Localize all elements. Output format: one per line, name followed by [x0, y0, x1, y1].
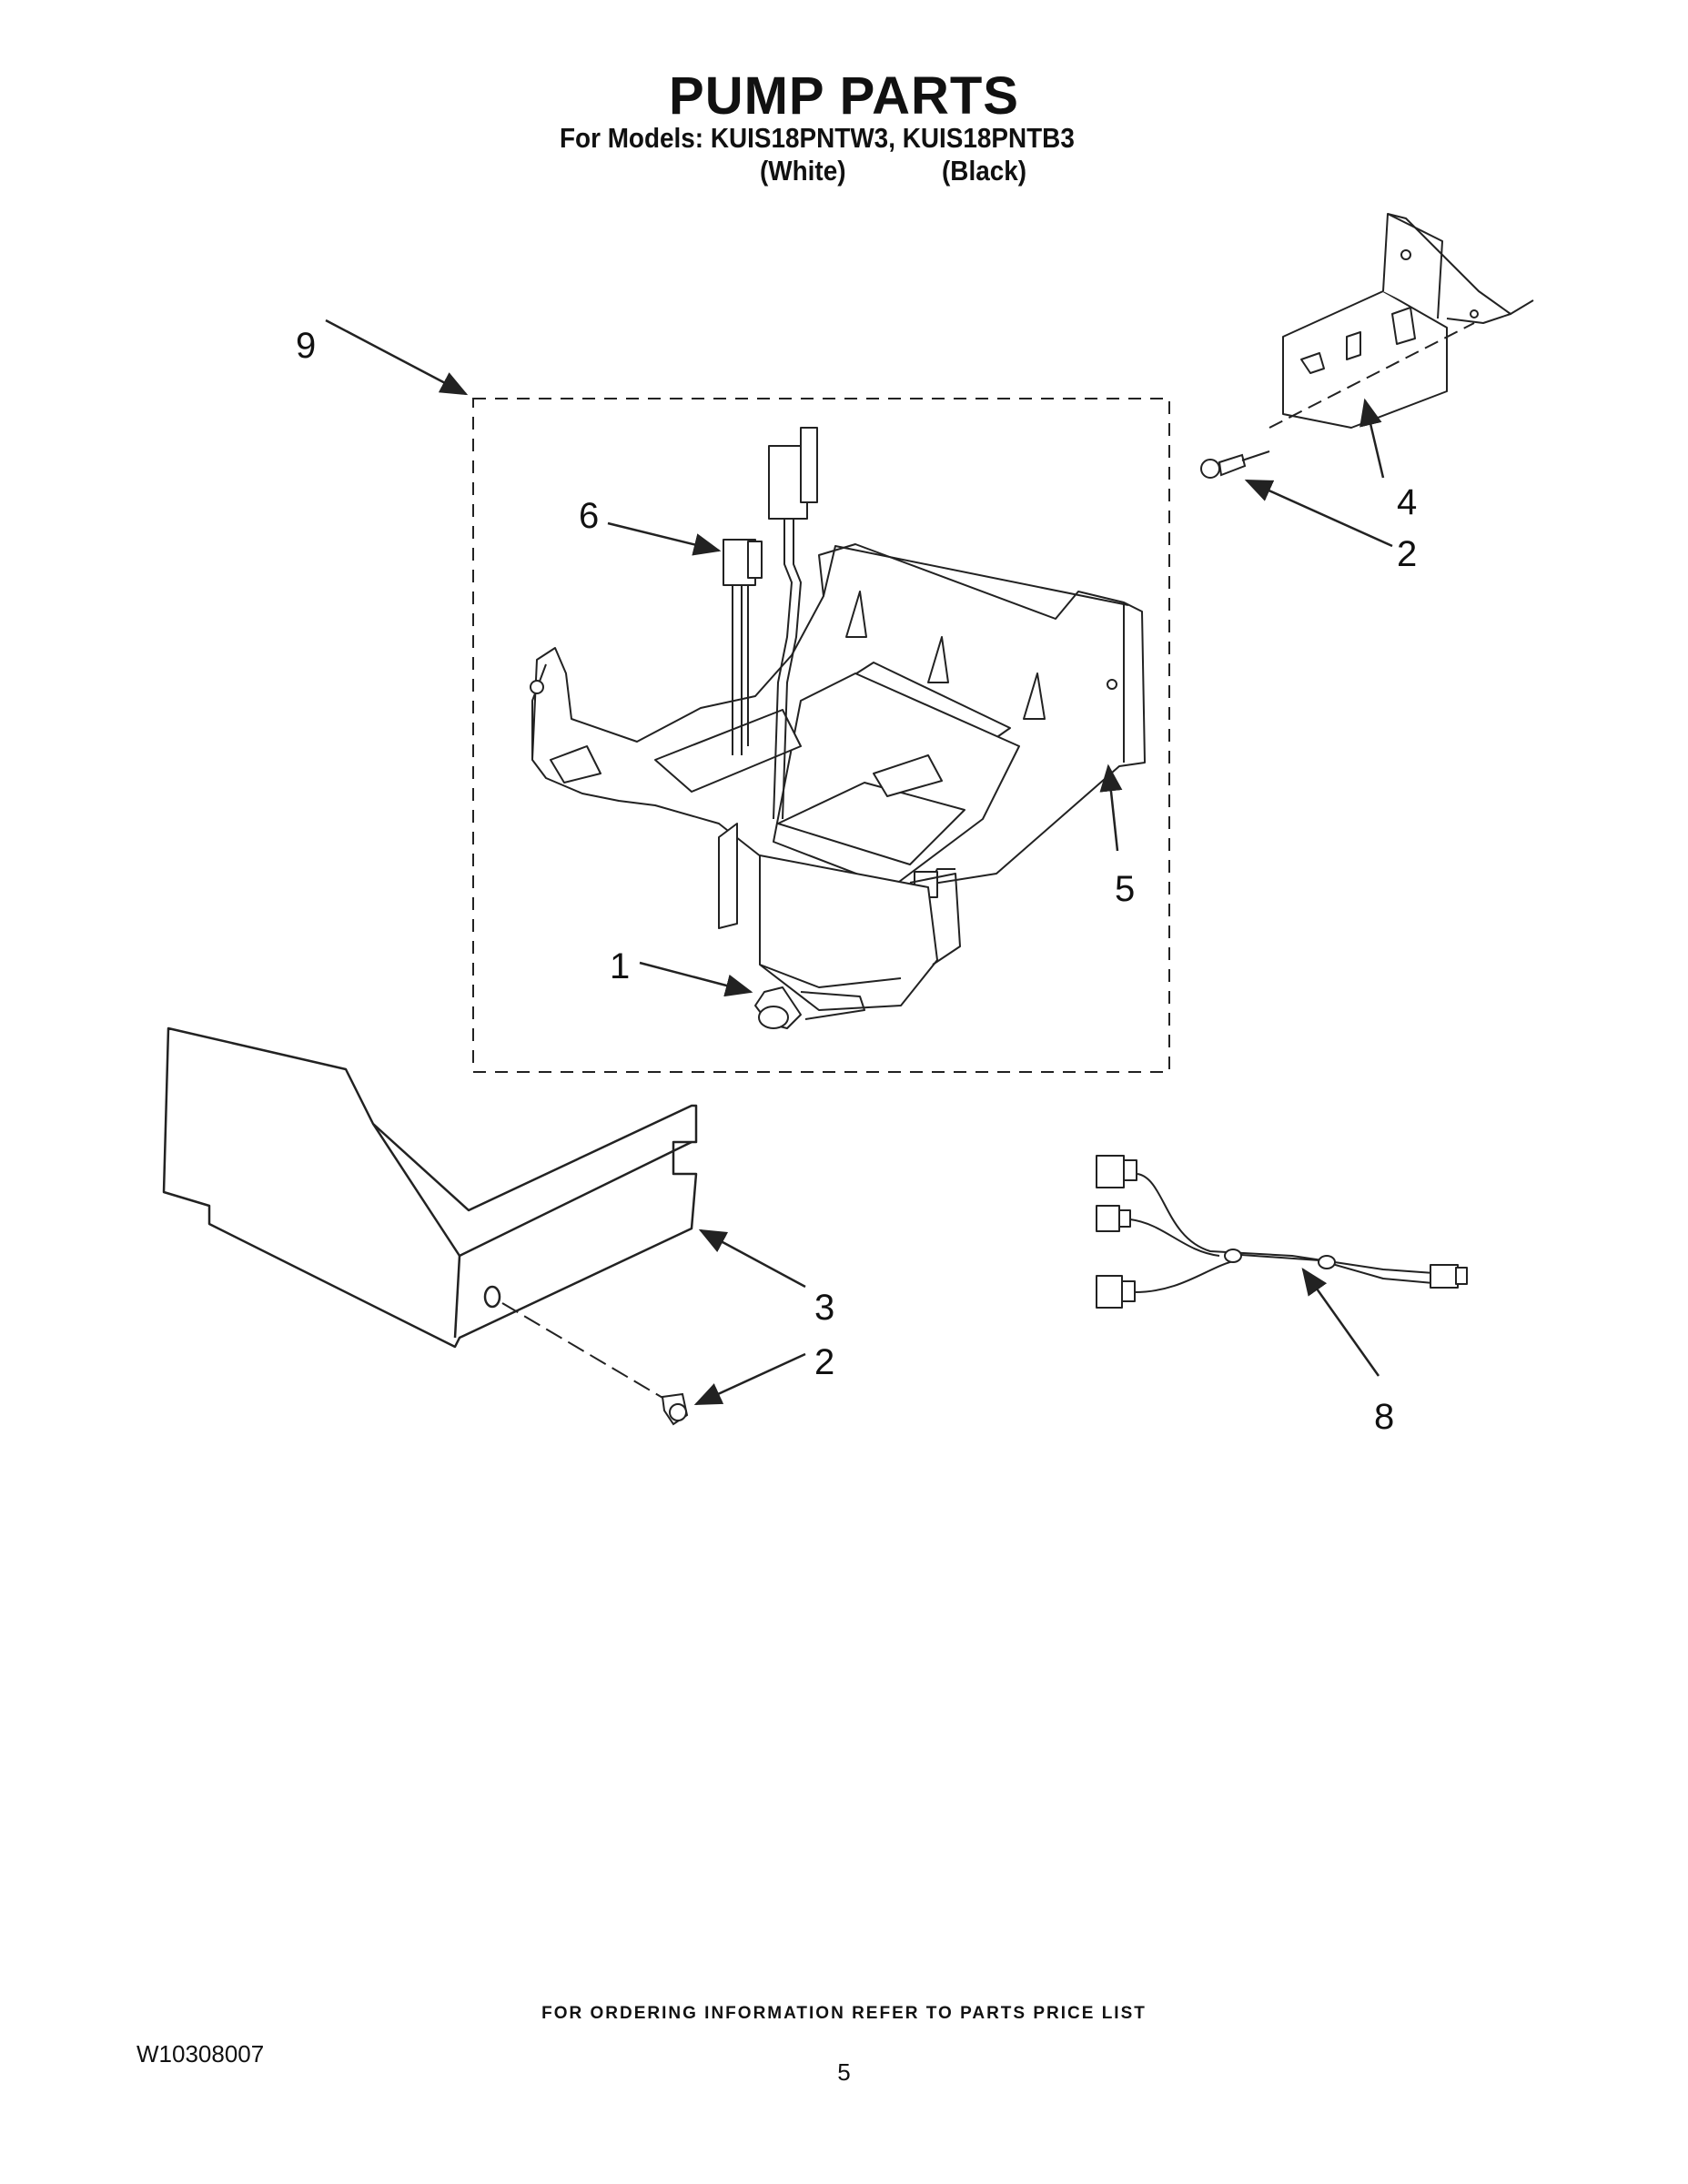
ordering-note: FOR ORDERING INFORMATION REFER TO PARTS …	[541, 2004, 1147, 2023]
pump-harness-part	[723, 427, 818, 820]
leader-9	[325, 318, 469, 396]
callout-8: 8	[1374, 1397, 1394, 1437]
leader-4	[1359, 398, 1385, 479]
cover-panel-part	[162, 1026, 698, 1349]
callout-5: 5	[1115, 869, 1135, 909]
page-number: 5	[837, 2058, 851, 2086]
assembly-boundary-dashed-box	[472, 398, 1170, 1073]
screw-upper-part	[1200, 450, 1270, 479]
document-number: W10308007	[136, 2040, 265, 2068]
callout-6: 6	[579, 496, 599, 536]
leader-2-lower	[693, 1352, 806, 1406]
leader-3	[698, 1228, 806, 1289]
screw-lower-part	[661, 1392, 689, 1426]
page-title: PUMP PARTS	[669, 66, 1019, 126]
callout-1: 1	[610, 946, 630, 986]
callout-3: 3	[814, 1288, 834, 1328]
wire-harness-part	[1096, 1155, 1468, 1309]
mounting-bracket-part	[1282, 213, 1534, 429]
variant-black-label: (Black)	[942, 155, 1027, 187]
leader-5	[1099, 763, 1123, 852]
leader-2-upper	[1244, 479, 1393, 548]
leader-1	[639, 961, 753, 997]
callout-2-lower: 2	[814, 1342, 834, 1382]
leader-arrows	[325, 318, 1393, 1406]
pump-part	[718, 823, 961, 1029]
variant-white-label: (White)	[760, 155, 846, 187]
callout-2-upper: 2	[1397, 534, 1417, 574]
pump-bracket-part	[530, 543, 1146, 898]
callout-9: 9	[296, 326, 316, 366]
leader-8	[1301, 1267, 1380, 1377]
models-line: For Models: KUIS18PNTW3, KUIS18PNTB3	[560, 122, 1075, 154]
leader-6	[607, 521, 722, 556]
callout-4: 4	[1397, 482, 1417, 522]
